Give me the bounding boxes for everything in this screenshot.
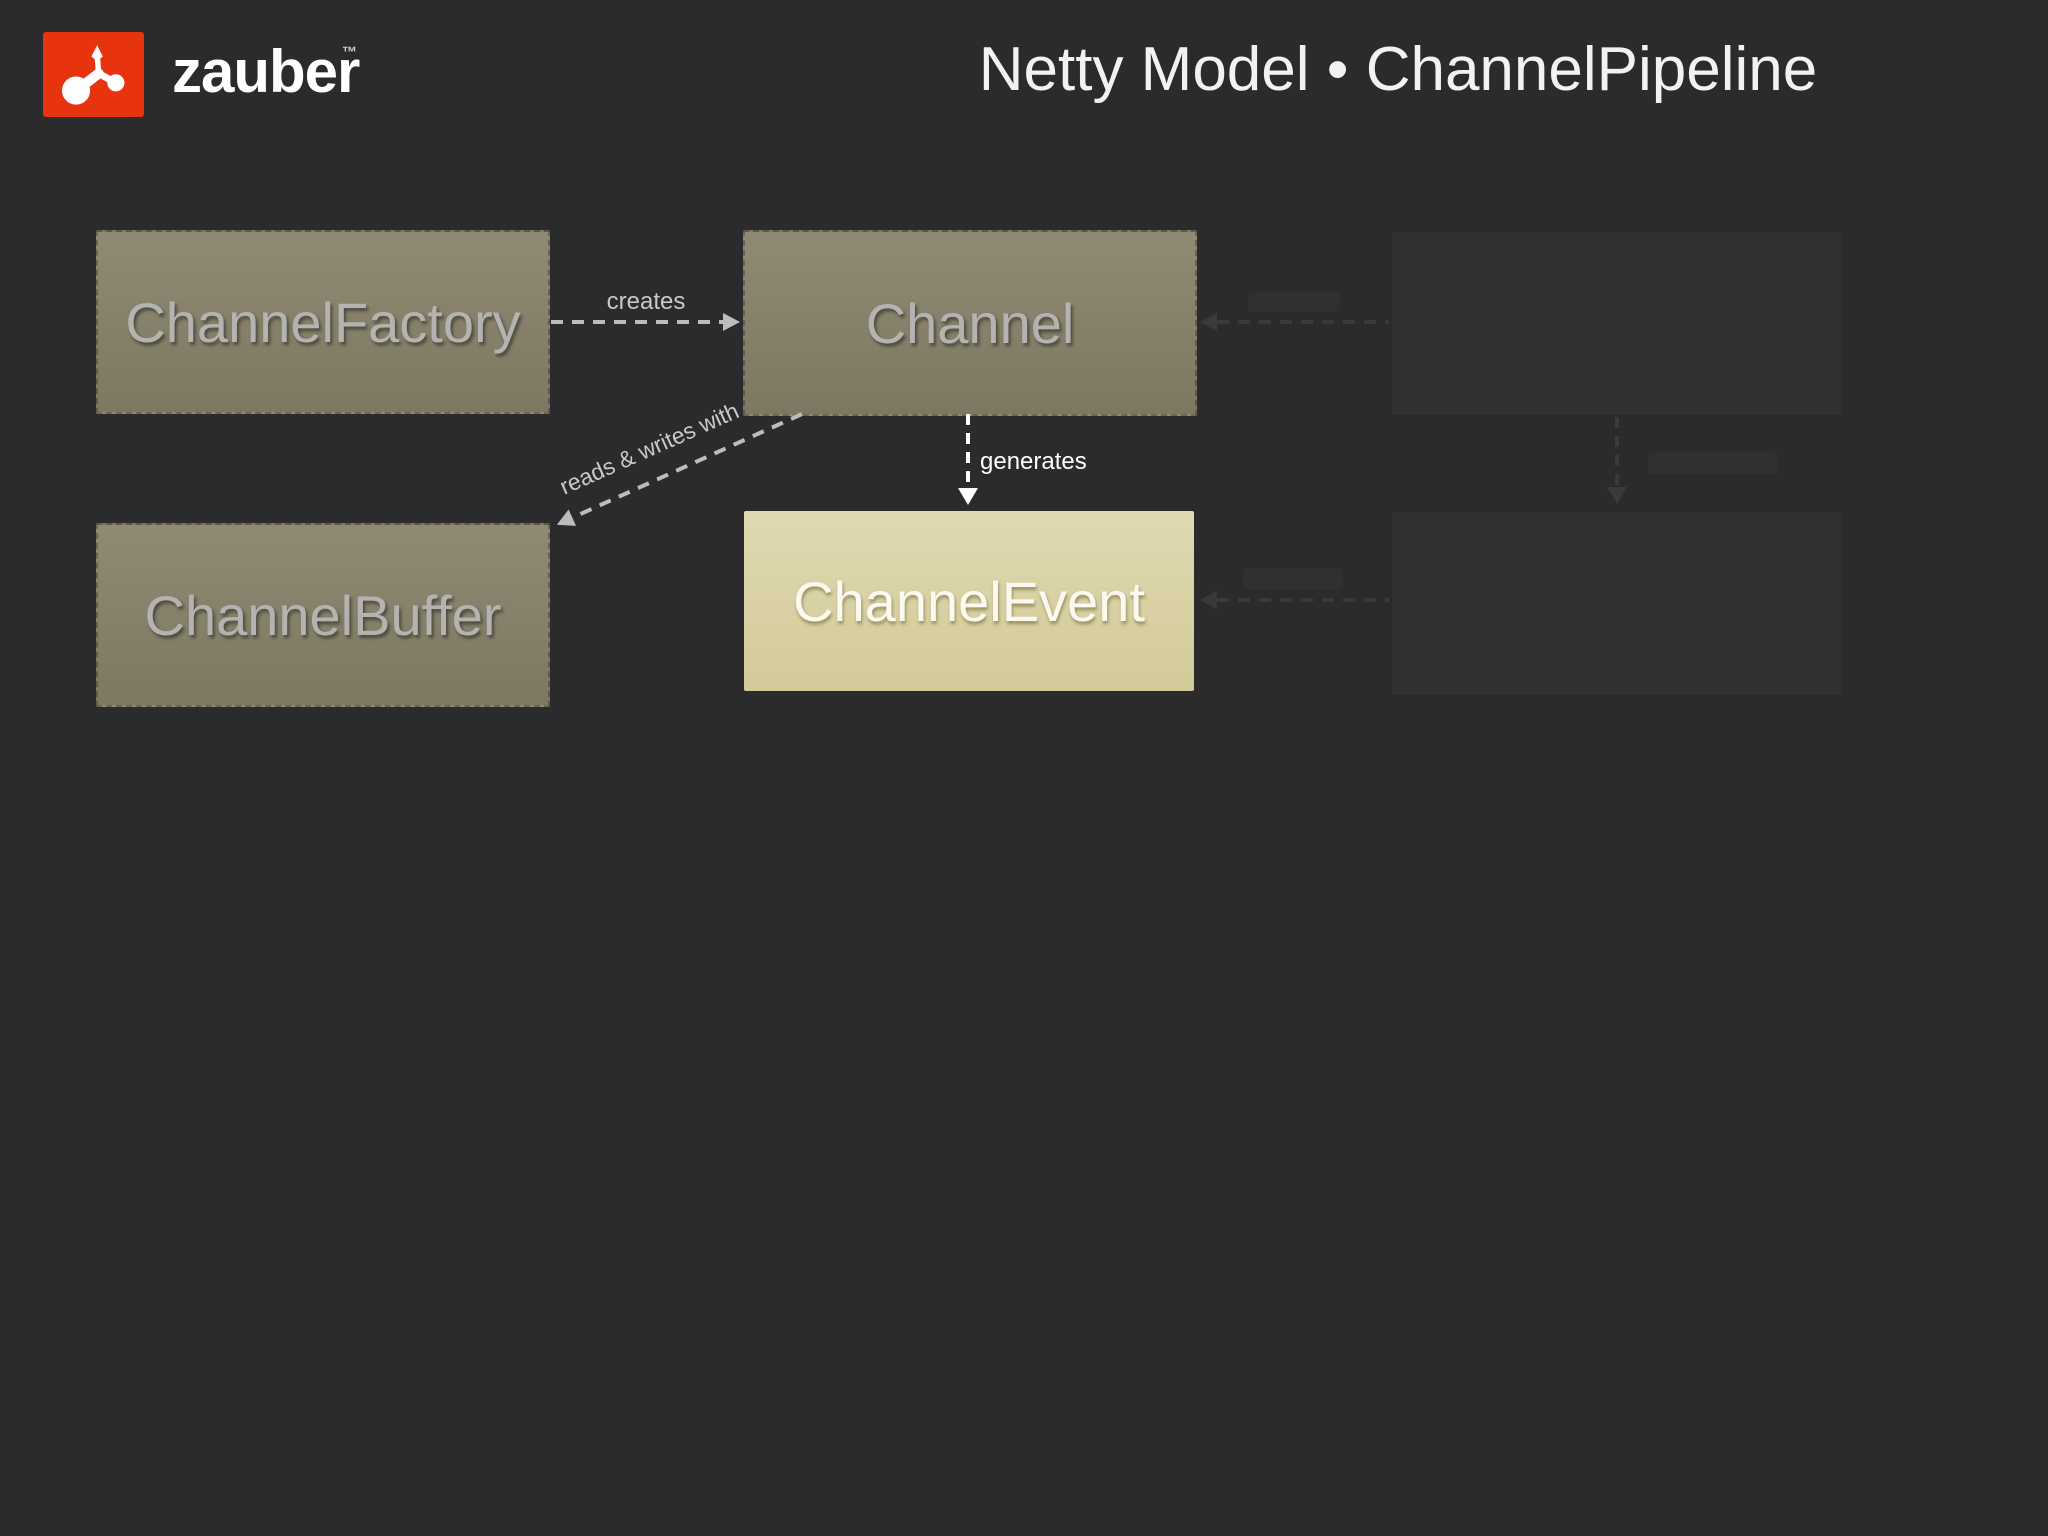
ghost-edge-bottom bbox=[1200, 591, 1389, 609]
edge-creates bbox=[551, 313, 740, 331]
trademark-symbol: ™ bbox=[342, 44, 357, 61]
page-title: Netty Model • ChannelPipeline bbox=[978, 35, 1818, 104]
ghost-label-smudge bbox=[1243, 568, 1343, 590]
edge-generates bbox=[958, 414, 978, 505]
ghost-arrowhead-left-icon bbox=[1200, 313, 1217, 331]
box-channel-factory: ChannelFactory bbox=[96, 230, 550, 414]
ghost-arrowhead-down-icon bbox=[1607, 487, 1627, 504]
box-channel-event: ChannelEvent bbox=[744, 511, 1194, 691]
ghost-edge-vertical bbox=[1607, 417, 1627, 504]
box-label: ChannelEvent bbox=[793, 569, 1145, 633]
arrowhead-down-icon bbox=[958, 488, 978, 505]
ghost-edge-top bbox=[1200, 313, 1389, 331]
ghost-arrowhead-left-icon bbox=[1200, 591, 1217, 609]
arrowhead-right-icon bbox=[723, 313, 740, 331]
box-label: Channel bbox=[865, 291, 1075, 355]
edge-label-creates: creates bbox=[606, 288, 686, 315]
molecule-icon bbox=[61, 44, 124, 105]
ghost-label-smudge bbox=[1248, 292, 1340, 312]
edge-label-generates: generates bbox=[980, 448, 1087, 475]
box-label: ChannelBuffer bbox=[144, 583, 502, 647]
ghost-box-bottom-right bbox=[1392, 513, 1842, 694]
arrowhead-diagonal-icon bbox=[553, 509, 577, 533]
box-channel-buffer: ChannelBuffer bbox=[96, 523, 550, 707]
ghost-box-top-right bbox=[1392, 233, 1842, 414]
box-label: ChannelFactory bbox=[125, 290, 521, 354]
ghost-label-smudge bbox=[1648, 452, 1778, 474]
zauber-logo-tile bbox=[43, 32, 144, 117]
brand-wordmark: zauber bbox=[172, 37, 360, 105]
box-channel: Channel bbox=[743, 230, 1197, 416]
